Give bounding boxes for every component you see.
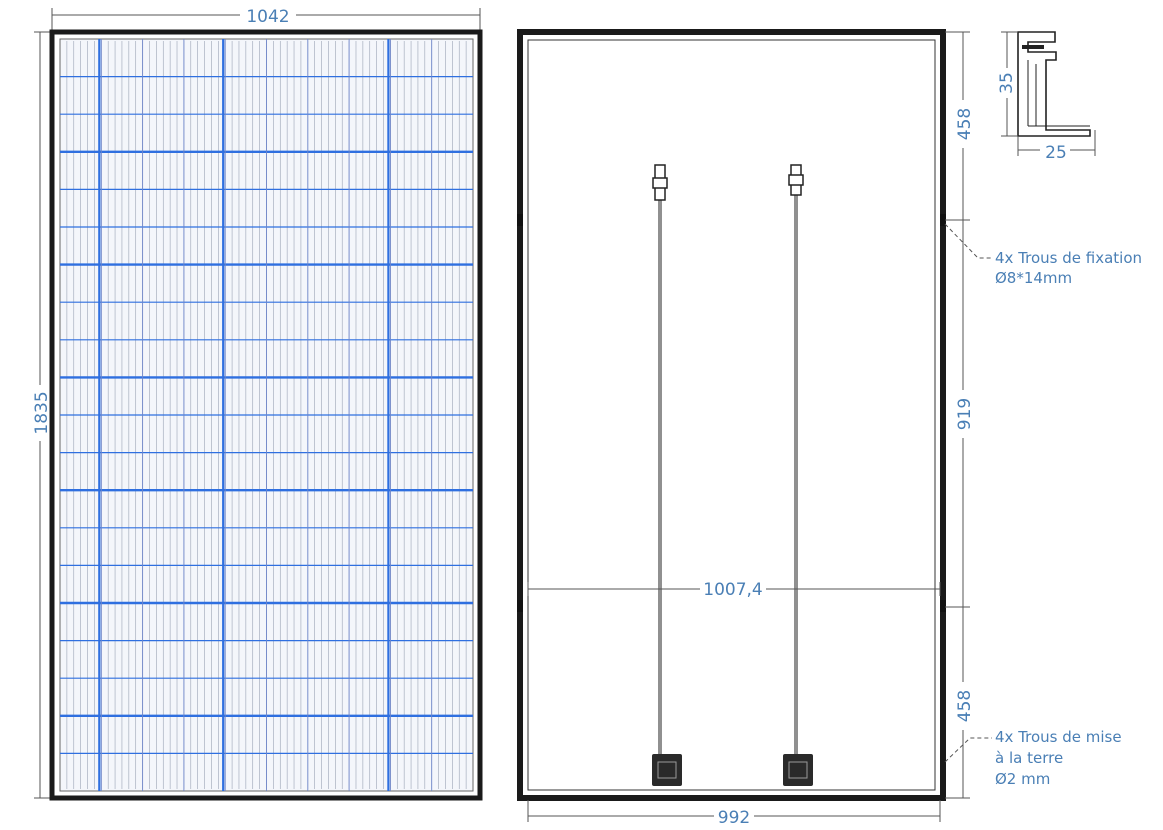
back-outer-width-label: 1007,4: [703, 580, 762, 600]
ground-holes-line-2: à la terre: [995, 749, 1063, 767]
middle-segment-label: 919: [955, 398, 975, 430]
profile-height-label: 35: [997, 72, 1017, 94]
cell-grid: [60, 39, 473, 791]
top-segment-label: 458: [955, 108, 975, 140]
junction-box-right: [783, 754, 813, 786]
back-view: 1007,4 992 458 919 458 4x Trous de fixat…: [517, 29, 1147, 828]
mounting-hole-leader: [944, 223, 992, 259]
cable-negative: [652, 164, 682, 786]
front-width-label: 1042: [246, 7, 289, 27]
mounting-hole-right-bottom: [940, 600, 946, 612]
front-height-label: 1835: [32, 391, 52, 434]
front-view: 1042 1835: [29, 5, 483, 801]
back-frame: [517, 29, 946, 801]
front-frame: [49, 29, 483, 801]
ground-hole-leader: [944, 737, 992, 763]
back-inner-width-label: 992: [718, 808, 750, 828]
cable-positive: [783, 164, 813, 786]
ground-holes-line-3: Ø2 mm: [995, 770, 1050, 788]
mounting-holes-note: 4x Trous de fixation Ø8*14mm: [995, 249, 1147, 287]
bottom-segment-label: 458: [955, 690, 975, 722]
frame-profile-section: 35 25: [996, 31, 1096, 163]
mounting-holes-line-1: 4x Trous de fixation: [995, 249, 1142, 267]
ground-holes-note: 4x Trous de mise à la terre Ø2 mm: [995, 728, 1126, 788]
back-inner-edge: [527, 39, 936, 791]
ground-holes-line-1: 4x Trous de mise: [995, 728, 1122, 746]
mounting-holes-line-2: Ø8*14mm: [995, 269, 1072, 287]
mounting-hole-left-bottom: [517, 600, 523, 612]
profile-width-label: 25: [1045, 143, 1067, 163]
junction-box-left: [652, 754, 682, 786]
mounting-hole-left-top: [517, 214, 523, 226]
mounting-hole-right-top: [940, 214, 946, 226]
